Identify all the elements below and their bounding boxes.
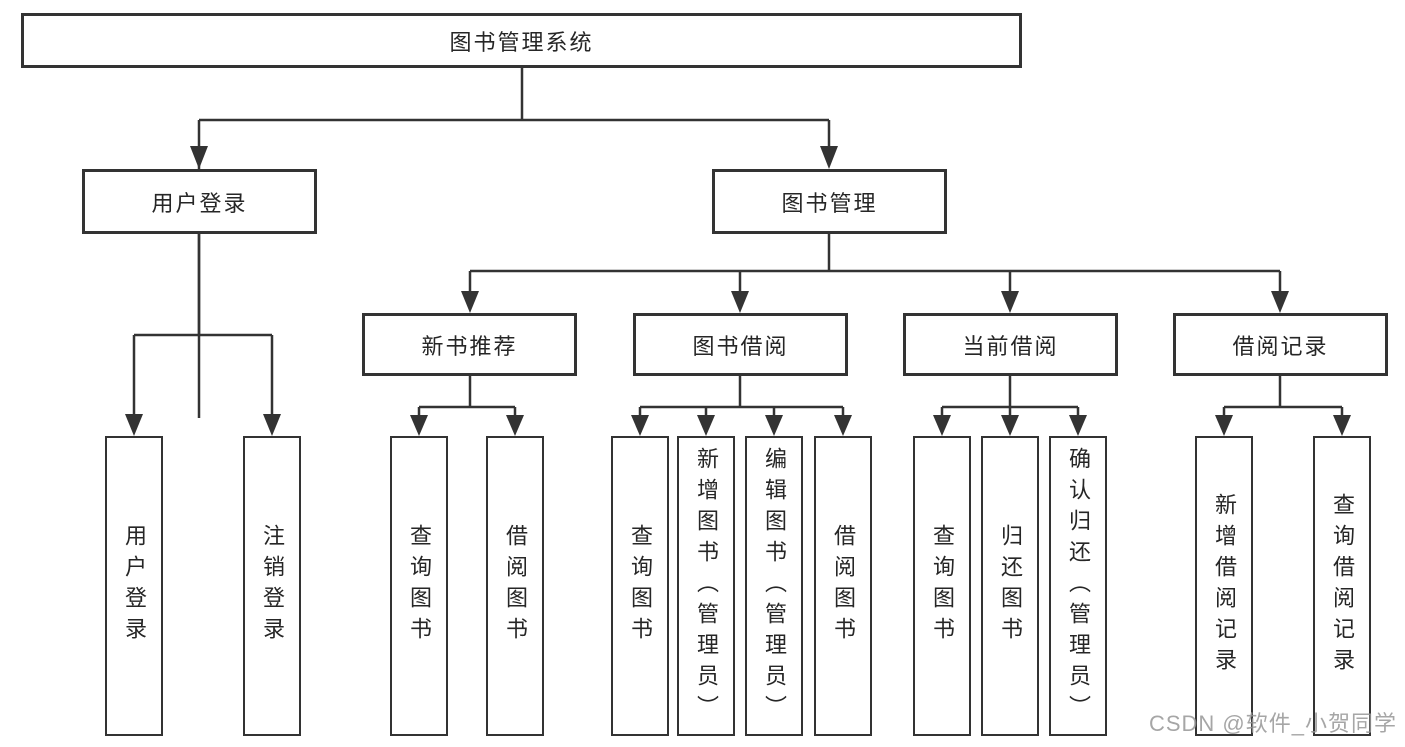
node-new-book-recommend: 新书推荐 — [362, 313, 577, 376]
leaf-return-books-label: 归还图书 — [998, 524, 1023, 648]
connector-root-branch — [197, 68, 831, 418]
arrow-down-icon — [1215, 415, 1233, 436]
leaf-return-books: 归还图书 — [981, 436, 1039, 736]
leaf-borrow-books-borrow-label: 借阅图书 — [831, 524, 856, 648]
leaf-add-book-admin-label: 新增图书（管理员） — [694, 446, 719, 726]
arrow-down-icon — [765, 415, 783, 436]
arrow-down-icon — [506, 415, 524, 436]
leaf-confirm-return-admin-label: 确认归还（管理员） — [1066, 446, 1091, 726]
leaf-logout-label: 注销登录 — [260, 524, 285, 648]
leaf-borrow-books-recommend-label: 借阅图书 — [503, 524, 528, 648]
connector-book-borrow-branch — [638, 376, 845, 420]
arrow-down-icon — [461, 291, 479, 313]
node-user-login-label: 用户登录 — [151, 190, 248, 216]
leaf-query-borrow-record-label: 查询借阅记录 — [1330, 493, 1355, 679]
arrow-down-icon — [1069, 415, 1087, 436]
arrow-down-icon — [125, 414, 143, 436]
connector-current-borrow-branch — [940, 376, 1080, 420]
arrow-down-icon — [263, 414, 281, 436]
leaf-user-login: 用户登录 — [105, 436, 163, 736]
csdn-watermark: CSDN @软件_小贺同学 — [1148, 711, 1397, 736]
node-root-label: 图书管理系统 — [449, 29, 594, 55]
node-book-borrow: 图书借阅 — [633, 313, 848, 376]
connector-new-book-branch — [417, 376, 517, 420]
leaf-query-books-current-label: 查询图书 — [930, 524, 955, 648]
leaf-user-login-label: 用户登录 — [122, 524, 147, 648]
connector-user-login-branch — [132, 234, 274, 418]
node-book-management-label: 图书管理 — [781, 190, 878, 216]
leaf-query-books-recommend: 查询图书 — [390, 436, 448, 736]
leaf-borrow-books-recommend: 借阅图书 — [486, 436, 544, 736]
leaf-add-borrow-record: 新增借阅记录 — [1195, 436, 1253, 736]
node-root: 图书管理系统 — [21, 13, 1022, 68]
leaf-query-books-current: 查询图书 — [913, 436, 971, 736]
leaf-confirm-return-admin: 确认归还（管理员） — [1049, 436, 1107, 736]
node-borrow-records-label: 借阅记录 — [1232, 333, 1329, 359]
arrow-down-icon — [731, 291, 749, 313]
arrow-down-icon — [190, 146, 208, 169]
node-current-borrow-label: 当前借阅 — [962, 333, 1059, 359]
node-user-login: 用户登录 — [82, 169, 317, 234]
leaf-query-books-borrow-label: 查询图书 — [628, 524, 653, 648]
arrow-down-icon — [697, 415, 715, 436]
leaf-query-books-borrow: 查询图书 — [611, 436, 669, 736]
leaf-add-borrow-record-label: 新增借阅记录 — [1212, 493, 1237, 679]
connector-book-mgmt-branch — [468, 234, 1282, 297]
leaf-query-borrow-record: 查询借阅记录 — [1313, 436, 1371, 736]
arrow-down-icon — [631, 415, 649, 436]
leaf-edit-book-admin-label: 编辑图书（管理员） — [762, 446, 787, 726]
leaf-query-books-recommend-label: 查询图书 — [407, 524, 432, 648]
node-book-borrow-label: 图书借阅 — [692, 333, 789, 359]
arrow-down-icon — [933, 415, 951, 436]
leaf-borrow-books-borrow: 借阅图书 — [814, 436, 872, 736]
arrow-down-icon — [410, 415, 428, 436]
node-new-book-recommend-label: 新书推荐 — [421, 333, 518, 359]
leaf-add-book-admin: 新增图书（管理员） — [677, 436, 735, 736]
arrow-down-icon — [1001, 415, 1019, 436]
node-book-management: 图书管理 — [712, 169, 947, 234]
arrow-down-icon — [1333, 415, 1351, 436]
node-current-borrow: 当前借阅 — [903, 313, 1118, 376]
arrow-down-icon — [820, 146, 838, 169]
connector-borrow-records-branch — [1222, 376, 1344, 420]
arrow-down-icon — [1271, 291, 1289, 313]
arrow-down-icon — [834, 415, 852, 436]
arrow-down-icon — [1001, 291, 1019, 313]
node-borrow-records: 借阅记录 — [1173, 313, 1388, 376]
leaf-logout: 注销登录 — [243, 436, 301, 736]
leaf-edit-book-admin: 编辑图书（管理员） — [745, 436, 803, 736]
